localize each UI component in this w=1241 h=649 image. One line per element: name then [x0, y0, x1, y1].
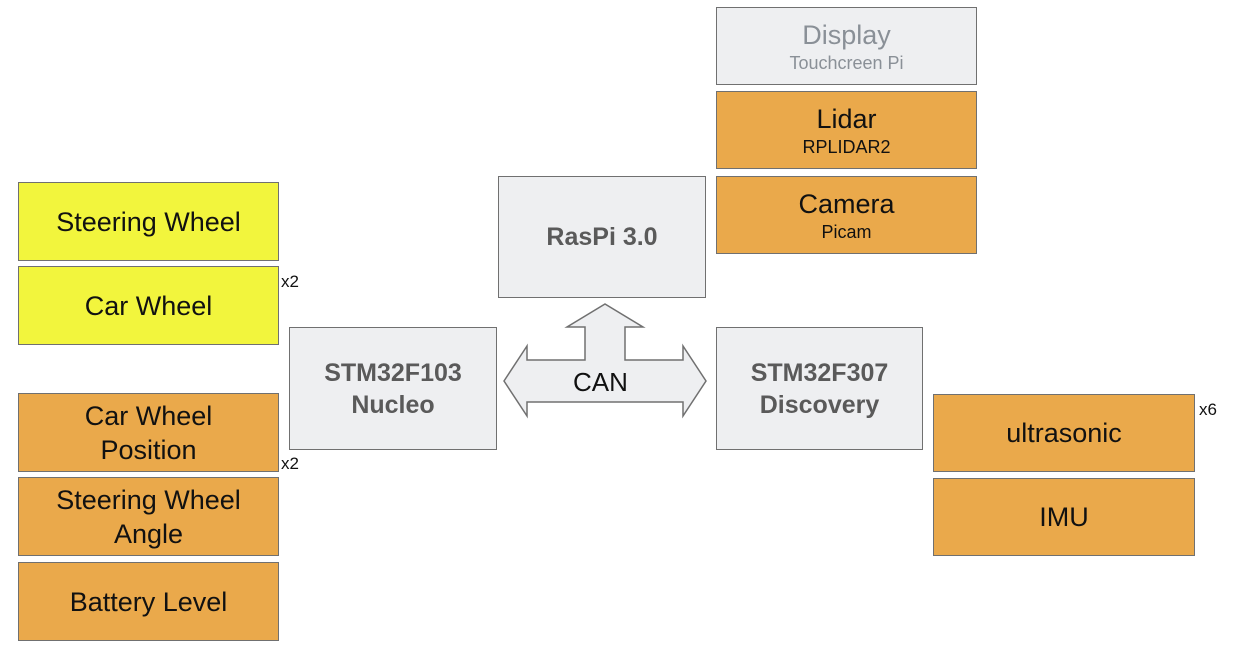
display-title: Display [802, 20, 891, 50]
ultrasonic-label: ultrasonic [1006, 418, 1122, 448]
camera-title: Camera [798, 189, 895, 219]
discovery-box: STM32F307 Discovery [716, 327, 923, 450]
can-bus-label: CAN [573, 367, 628, 397]
ultrasonic-box: ultrasonic [933, 394, 1195, 472]
discovery-label-2: Discovery [759, 390, 880, 419]
steering-wheel-box: Steering Wheel [18, 182, 279, 261]
steering-wheel-angle-label-2: Angle [113, 518, 184, 549]
steering-wheel-label: Steering Wheel [56, 206, 241, 237]
car-wheel-multiplier: x2 [281, 272, 299, 291]
display-subtitle: Touchcreen Pi [789, 53, 904, 73]
nucleo-label-1: STM32F103 [324, 358, 462, 387]
ultrasonic-multiplier: x6 [1199, 400, 1217, 419]
lidar-box: Lidar RPLIDAR2 [716, 91, 977, 169]
imu-box: IMU [933, 478, 1195, 556]
lidar-title: Lidar [816, 104, 877, 134]
car-wheel-label: Car Wheel [84, 290, 213, 321]
car-wheel-position-multiplier: x2 [281, 454, 299, 473]
imu-label: IMU [1039, 502, 1089, 532]
car-wheel-position-box: Car Wheel Position [18, 393, 279, 472]
camera-subtitle: Picam [821, 222, 872, 242]
car-wheel-position-label-2: Position [100, 434, 197, 465]
steering-wheel-angle-label-1: Steering Wheel [56, 484, 241, 515]
battery-level-box: Battery Level [18, 562, 279, 641]
raspi-label: RasPi 3.0 [546, 223, 658, 251]
discovery-label-1: STM32F307 [750, 358, 889, 387]
camera-box: Camera Picam [716, 176, 977, 254]
nucleo-box: STM32F103 Nucleo [289, 327, 497, 450]
car-wheel-box: Car Wheel [18, 266, 279, 345]
display-box: Display Touchcreen Pi [716, 7, 977, 85]
battery-level-label: Battery Level [69, 586, 228, 617]
nucleo-label-2: Nucleo [351, 390, 435, 419]
lidar-subtitle: RPLIDAR2 [802, 137, 891, 157]
steering-wheel-angle-box: Steering Wheel Angle [18, 477, 279, 556]
car-wheel-position-label-1: Car Wheel [84, 400, 213, 431]
raspi-box: RasPi 3.0 [498, 176, 706, 298]
